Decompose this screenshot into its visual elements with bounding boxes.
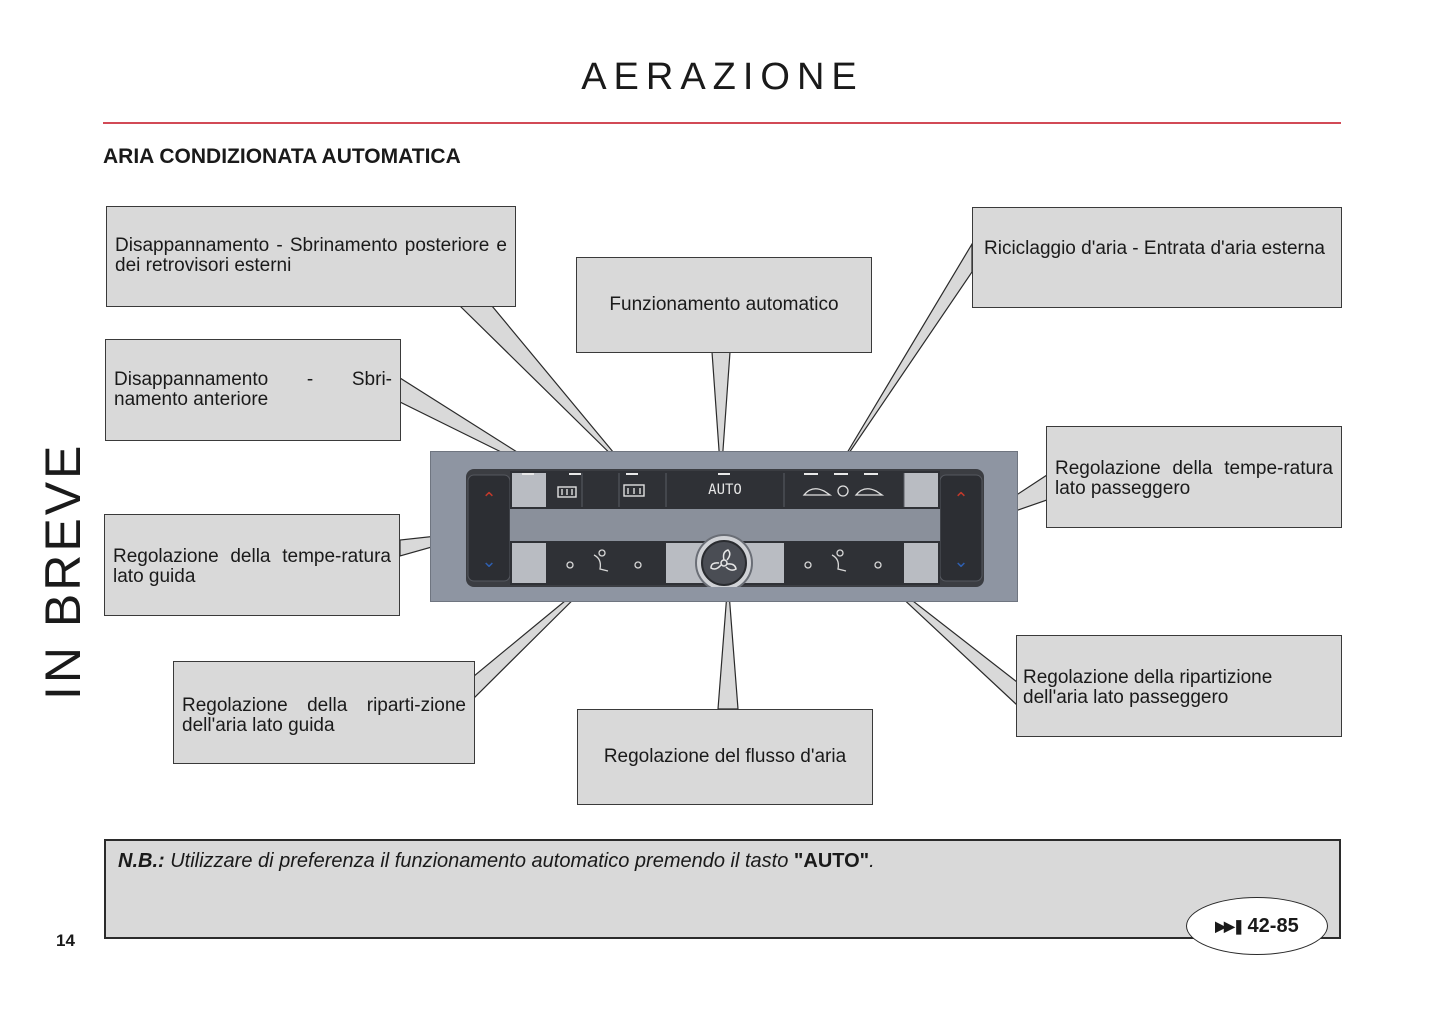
climate-control-panel: AUTO ⌃ ⌄ ⌃ ⌄ — [430, 451, 1018, 602]
recirculation-icon — [802, 485, 885, 497]
callout-passenger-distribution: Regolazione della ripartizione dell'aria… — [1016, 635, 1342, 737]
passenger-temp-up-button[interactable]: ⌃ — [950, 489, 972, 509]
passenger-distribution-icon — [804, 549, 882, 572]
reference-pages: 42-85 — [1247, 914, 1299, 937]
page-title: AERAZIONE — [581, 56, 864, 98]
chevron-up-icon: ⌃ — [953, 489, 969, 509]
note-box: N.B.: Utilizzare di preferenza il funzio… — [104, 839, 1341, 939]
page-reference[interactable]: ▶▶❚ 42-85 — [1186, 897, 1328, 955]
callout-air-flow: Regolazione del flusso d'aria — [577, 709, 873, 805]
callout-front-defrost: Disappannamento - Sbri-namento anteriore — [105, 339, 401, 441]
chevron-down-icon: ⌄ — [481, 551, 497, 571]
panel-graphic — [467, 471, 983, 587]
chevron-up-icon: ⌃ — [481, 489, 497, 509]
title-divider — [103, 122, 1341, 124]
auto-button-label: AUTO — [708, 482, 742, 498]
note-keyword: "AUTO" — [793, 850, 870, 872]
callout-auto-mode: Funzionamento automatico — [576, 257, 872, 353]
passenger-temp-down-button[interactable]: ⌄ — [950, 551, 972, 571]
mirror-defrost-icon — [623, 484, 645, 497]
driver-temp-up-button[interactable]: ⌃ — [478, 489, 500, 509]
panel-face: AUTO ⌃ ⌄ ⌃ ⌄ — [466, 469, 984, 587]
callout-driver-distribution: Regolazione della riparti-zione dell'ari… — [173, 661, 475, 764]
callout-passenger-temp: Regolazione della tempe-ratura lato pass… — [1046, 426, 1342, 528]
callout-rear-defrost: Disappannamento - Sbrinamento posteriore… — [106, 206, 516, 307]
section-heading: ARIA CONDIZIONATA AUTOMATICA — [103, 145, 461, 168]
note-prefix: N.B.: — [118, 850, 165, 872]
driver-temp-down-button[interactable]: ⌄ — [478, 551, 500, 571]
page-number: 14 — [56, 931, 75, 950]
fan-icon — [710, 549, 737, 571]
fast-forward-icon: ▶▶❚ — [1215, 917, 1244, 934]
callout-driver-temp: Regolazione della tempe-ratura lato guid… — [104, 514, 400, 616]
chevron-down-icon: ⌄ — [953, 551, 969, 571]
rear-defrost-icon — [557, 486, 577, 498]
note-text: Utilizzare di preferenza il funzionament… — [164, 850, 794, 872]
auto-button[interactable]: AUTO — [666, 473, 784, 507]
note-suffix: . — [869, 850, 875, 872]
callout-recirculation: Riciclaggio d'aria - Entrata d'aria este… — [972, 207, 1342, 308]
driver-distribution-icon — [566, 549, 642, 572]
